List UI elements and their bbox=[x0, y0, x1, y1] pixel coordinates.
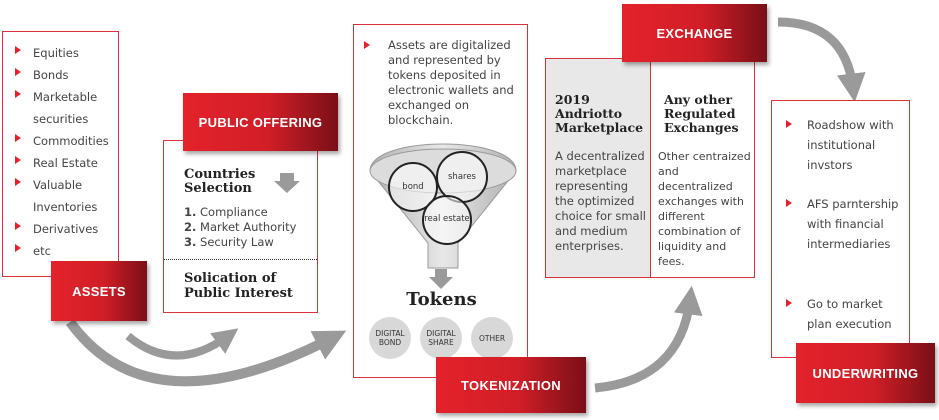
solicitation-title: Solication of Public Interest bbox=[184, 271, 293, 301]
andriotto-title: 2019 Andriotto Marketplace bbox=[555, 92, 644, 135]
assets-list: Equities Bonds Marketable securities Com… bbox=[11, 42, 109, 262]
assets-item: Derivatives bbox=[11, 218, 109, 240]
exchange-panel: 2019 Andriotto Marketplace A decentraliz… bbox=[545, 58, 755, 278]
bullet-icon bbox=[786, 299, 792, 307]
bullet-icon bbox=[786, 199, 792, 207]
public-offering-panel: Countries Selection 1. Compliance 2. Mar… bbox=[163, 140, 318, 313]
digital-share-token: DIGITAL SHARE bbox=[420, 317, 462, 359]
assets-item: Valuable bbox=[11, 174, 109, 196]
assets-item: Equities bbox=[11, 42, 109, 64]
tokenization-label: TOKENIZATION bbox=[436, 357, 586, 413]
regulated-exchanges-text: Other centraized and decentralized excha… bbox=[658, 150, 751, 268]
offering-steps: 1. Compliance 2. Market Authority 3. Sec… bbox=[184, 205, 296, 250]
arrow-exchange-to-underwriting bbox=[777, 17, 866, 103]
offering-step: 1. Compliance bbox=[184, 205, 268, 219]
tokenization-description: Assets are digitalized and represented b… bbox=[388, 38, 514, 127]
arrow-assets-to-offering bbox=[125, 328, 239, 360]
assets-item: Real Estate bbox=[11, 152, 109, 174]
underwriting-item: Go to market plan execution bbox=[782, 294, 907, 334]
down-arrow-icon bbox=[274, 173, 300, 193]
down-arrow-icon bbox=[429, 269, 453, 289]
exchange-left-column: 2019 Andriotto Marketplace A decentraliz… bbox=[546, 59, 650, 277]
exchange-label: EXCHANGE bbox=[622, 4, 767, 62]
dotted-divider bbox=[164, 259, 317, 260]
underwriting-label: UNDERWRITING bbox=[796, 343, 935, 403]
countries-selection-title: Countries Selection bbox=[184, 167, 256, 196]
underwriting-item: AFS parntership with financial intermedi… bbox=[782, 194, 907, 254]
underwriting-item: Roadshow with institutional invstors bbox=[782, 115, 907, 175]
digital-bond-token: DIGITAL BOND bbox=[369, 317, 411, 359]
regulated-exchanges-title: Any other Regulated Exchanges bbox=[664, 92, 739, 135]
tokenization-description-bullet bbox=[364, 41, 370, 49]
offering-step: 2. Market Authority bbox=[184, 220, 297, 234]
exchange-divider bbox=[650, 59, 651, 277]
assets-item-continuation: Inventories bbox=[33, 200, 98, 214]
andriotto-text: A decentralized marketplace representing… bbox=[555, 149, 646, 253]
bullet-icon bbox=[786, 120, 792, 128]
underwriting-panel: Roadshow with institutional invstors AFS… bbox=[771, 100, 910, 358]
assets-item: Marketable bbox=[11, 86, 109, 108]
assets-panel: Equities Bonds Marketable securities Com… bbox=[2, 31, 119, 277]
assets-label: ASSETS bbox=[51, 261, 147, 321]
public-offering-label: PUBLIC OFFERING bbox=[183, 93, 338, 151]
tokens-title: Tokens bbox=[406, 289, 477, 310]
tokenization-panel: Assets are digitalized and represented b… bbox=[353, 24, 528, 378]
assets-item: etc bbox=[11, 240, 109, 262]
assets-item-continuation: securities bbox=[33, 112, 89, 126]
arrow-assets-to-tokenization bbox=[65, 319, 347, 387]
arrow-tokenization-to-exchange bbox=[594, 285, 703, 393]
assets-item: Bonds bbox=[11, 64, 109, 86]
real-estate-circle: real estate bbox=[422, 195, 472, 245]
other-token: OTHER bbox=[471, 317, 513, 359]
offering-step: 3. Security Law bbox=[184, 235, 274, 249]
assets-item: Commodities bbox=[11, 130, 109, 152]
